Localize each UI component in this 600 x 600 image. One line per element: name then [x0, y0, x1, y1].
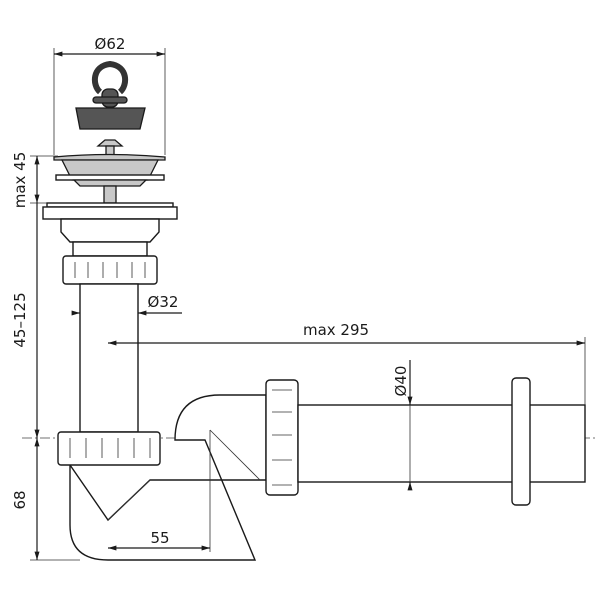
stopper-plug: [75, 60, 146, 130]
55-label: 55: [150, 529, 169, 547]
left-height-dimensions: max 45 45–125 68: [11, 152, 80, 561]
max-295-label: max 295: [303, 321, 369, 339]
68-label: 68: [11, 490, 29, 509]
diameter-62-label: Ø62: [95, 35, 126, 53]
45-125-label: 45–125: [11, 292, 29, 347]
drain-body: [42, 202, 178, 285]
strainer-assembly: [53, 139, 166, 204]
diameter-32-label: Ø32: [148, 293, 179, 311]
diameter-40-dimension: Ø40: [392, 360, 413, 491]
max-295-dimension: max 295: [108, 321, 586, 405]
diameter-40-label: Ø40: [392, 366, 410, 397]
diameter-62-dimension: Ø62: [53, 35, 166, 155]
bottle-trap: [57, 394, 267, 561]
diameter-32-dimension: Ø32: [71, 293, 182, 316]
outlet-assembly: [265, 377, 586, 506]
dimension-55: 55: [108, 529, 210, 551]
inlet-pipe: [79, 283, 139, 433]
max-45-label: max 45: [11, 152, 29, 209]
